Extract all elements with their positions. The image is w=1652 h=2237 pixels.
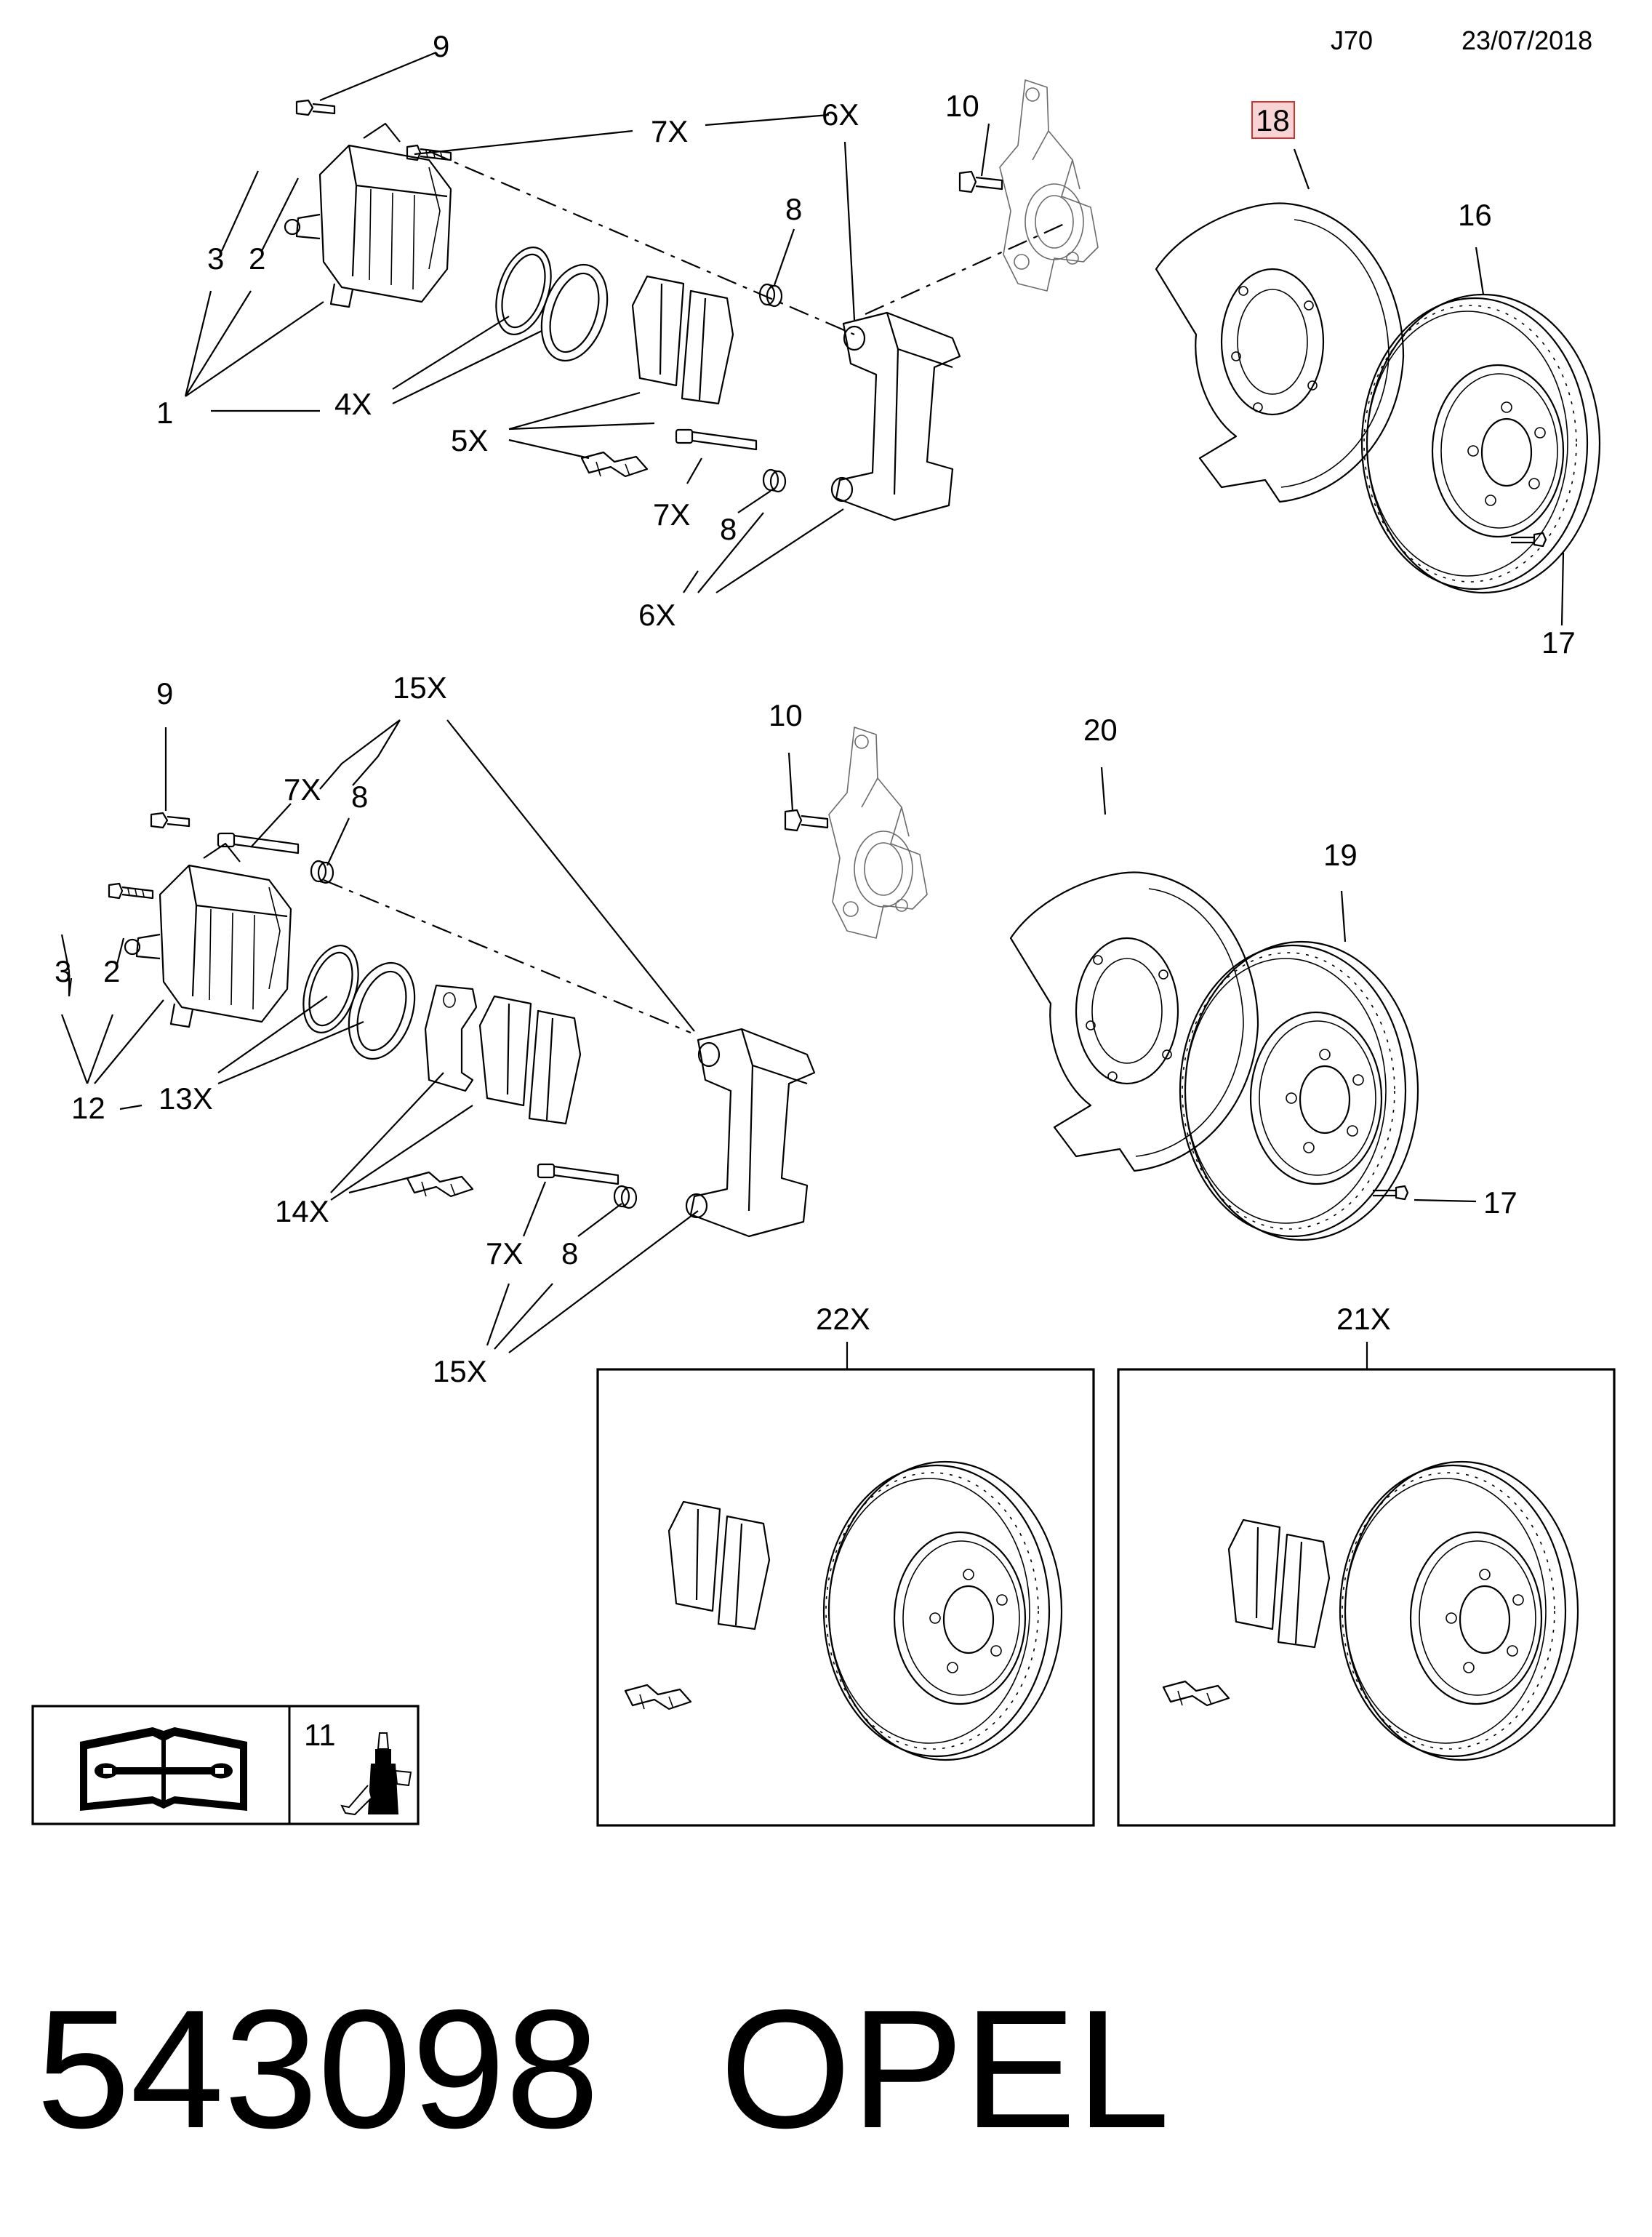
callout-7x-bottom-b: 7X	[486, 1236, 523, 1270]
steering-knuckle-alt	[828, 727, 928, 939]
callout-15x-a: 15X	[393, 671, 447, 705]
callout-8-bottom-b: 8	[561, 1236, 578, 1270]
callout-11: 11	[304, 1718, 336, 1752]
diagram-code: J70	[1331, 25, 1373, 55]
callout-3-top: 3	[207, 241, 224, 276]
callout-2-top: 2	[249, 241, 265, 276]
rotor-screw	[1511, 532, 1547, 548]
part-number: 543098	[36, 1975, 599, 2164]
callout-4x: 4X	[334, 387, 372, 421]
dust-shield-alt	[1009, 871, 1259, 1172]
callout-16: 16	[1458, 198, 1492, 232]
callout-15x-b: 15X	[433, 1354, 487, 1388]
callout-2-bottom: 2	[103, 954, 120, 988]
callout-6x-top-b: 6X	[638, 598, 675, 632]
lubricant-bottle-icon	[340, 1732, 412, 1816]
service-manual-icon	[80, 1727, 247, 1811]
kit-22x-pads	[667, 1500, 771, 1630]
callout-7x-top-a: 7X	[651, 114, 688, 148]
callout-19: 19	[1323, 838, 1358, 872]
bottom-assembly: 9 15X 7X 8 10 20 19 3 2 12 13X 14X 7X 8 …	[55, 671, 1517, 1388]
callout-13x: 13X	[159, 1081, 213, 1116]
callout-7x-top-b: 7X	[653, 497, 690, 532]
callout-10-bottom: 10	[769, 698, 803, 732]
caliper-bracket-alt	[685, 1028, 816, 1238]
callout-22x: 22X	[816, 1302, 870, 1336]
callout-14x: 14X	[275, 1194, 329, 1228]
rotor-screw-alt	[1373, 1185, 1409, 1201]
callout-17-bottom: 17	[1483, 1185, 1517, 1220]
callout-7x-bottom-a: 7X	[284, 772, 321, 807]
guide-bolt-lower	[675, 428, 758, 451]
piston-seals-alt	[292, 937, 428, 1068]
guide-bolt-lower-alt	[537, 1163, 620, 1185]
bushing-upper-alt	[310, 860, 334, 884]
callout-12: 12	[71, 1091, 105, 1125]
icon-panel: 11	[31, 1705, 420, 1825]
callout-8-top-b: 8	[720, 512, 737, 546]
bushing-lower-alt	[613, 1185, 638, 1209]
kit-21x-frame	[1117, 1368, 1616, 1827]
kit-22x-clips	[624, 1684, 692, 1710]
dust-shield	[1155, 202, 1405, 503]
kit-22x-frame	[596, 1368, 1095, 1827]
piston-seals	[485, 239, 620, 370]
callout-8-bottom-a: 8	[351, 780, 368, 814]
callout-1: 1	[156, 396, 173, 430]
kit-21x-clips	[1162, 1680, 1230, 1707]
callout-3-bottom: 3	[55, 954, 71, 988]
brand-name: OPEL	[720, 1975, 1170, 2164]
callout-17-top: 17	[1541, 625, 1576, 660]
kit-21x-pads	[1227, 1518, 1331, 1649]
knuckle-bolt-alt	[784, 809, 829, 832]
caliper-bolt	[295, 99, 336, 116]
guide-pin-bolt-alt	[108, 882, 154, 900]
kit-21x: 21X	[1117, 1302, 1616, 1827]
brake-disc	[1360, 293, 1601, 594]
highlight-box-18	[1251, 101, 1295, 139]
callout-6x-top-a: 6X	[822, 97, 859, 132]
caliper-bolt-alt	[150, 812, 191, 829]
kit-21x-disc	[1339, 1460, 1579, 1761]
callout-20: 20	[1083, 713, 1118, 747]
callout-18: 18	[1256, 103, 1290, 137]
pad-shim	[424, 984, 478, 1092]
callout-9-top: 9	[433, 29, 449, 63]
knuckle-bolt	[958, 170, 1003, 193]
bushing-lower	[762, 468, 787, 493]
brake-caliper-alt	[124, 842, 292, 1028]
callout-21x: 21X	[1336, 1302, 1391, 1336]
kit-22x: 22X	[596, 1302, 1095, 1827]
top-assembly: 9 7X 6X 10 18 16 8 3 2 1 4X 5X 7X 8 6X 1…	[156, 29, 1601, 660]
diagram-date: 23/07/2018	[1461, 25, 1592, 55]
callout-8-top-a: 8	[785, 192, 802, 226]
brake-pads-alt	[478, 995, 582, 1125]
caliper-bracket	[830, 311, 961, 521]
kit-22x-disc	[822, 1460, 1063, 1761]
steering-knuckle	[999, 79, 1099, 292]
brake-pads	[631, 275, 734, 405]
callout-5x: 5X	[451, 423, 488, 457]
callout-9-bottom: 9	[156, 676, 173, 711]
pad-clips	[580, 451, 649, 478]
callout-10-top: 10	[945, 89, 979, 123]
